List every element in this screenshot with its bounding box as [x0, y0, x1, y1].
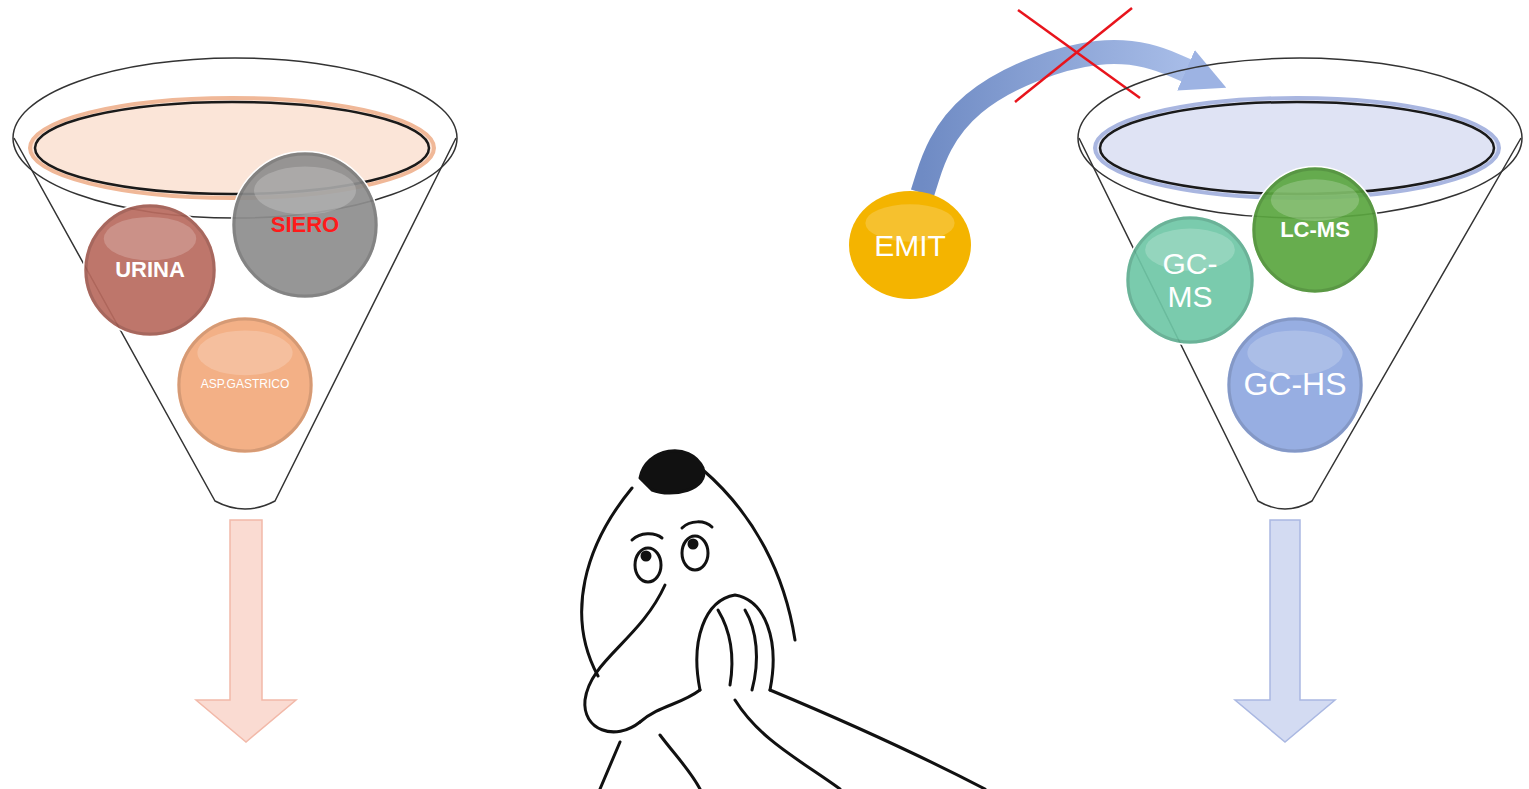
circle-edge — [1254, 169, 1376, 291]
sample-circle: SIERO — [230, 150, 380, 300]
down-arrow — [1235, 520, 1335, 742]
circle-highlight — [1271, 179, 1359, 221]
circle-highlight — [197, 330, 292, 375]
ellipse-fill — [849, 191, 971, 299]
node-label: ASP.GASTRICO — [201, 378, 289, 391]
cartoon-stroke — [735, 700, 840, 789]
cartoon-stroke — [640, 690, 700, 722]
node-label: EMIT — [874, 229, 946, 262]
sample-circle: ASP.GASTRICO — [175, 315, 315, 455]
cartoon-stroke — [697, 595, 773, 690]
circle-fill — [84, 204, 217, 337]
circle-edge — [179, 319, 311, 451]
cartoon-stroke — [660, 735, 700, 789]
cartoon-stroke — [582, 488, 632, 676]
circle-fill — [1227, 317, 1364, 454]
circle-edge — [1229, 319, 1361, 451]
cartoon-stroke — [682, 522, 712, 528]
circle-highlight — [104, 217, 196, 261]
circle-fill — [1252, 167, 1379, 294]
cartoon-stroke — [718, 610, 732, 685]
circle-edge — [1128, 218, 1252, 342]
cartoon-stroke — [770, 690, 985, 789]
circle-edge — [234, 154, 376, 296]
cartoon-eye — [635, 548, 661, 582]
cartoon-stroke — [585, 585, 665, 732]
funnel-rim — [13, 58, 457, 218]
down-arrow — [196, 520, 296, 742]
funnel-band-line — [35, 102, 429, 194]
funnel-band — [30, 98, 434, 198]
method-circle: GC-MS — [1124, 214, 1256, 346]
cartoon-stroke — [745, 610, 756, 690]
node-label: GC-HS — [1243, 367, 1346, 402]
node-label: URINA — [115, 258, 185, 282]
funnel: GC-MS LC-MS GC-HS — [1075, 50, 1525, 515]
node-label: SIERO — [271, 213, 339, 237]
cartoon-stroke — [632, 534, 662, 540]
method-circle: LC-MS — [1250, 165, 1380, 295]
circle-fill — [177, 317, 314, 454]
cartoon-eye — [682, 536, 708, 570]
method-ellipse: EMIT — [848, 190, 972, 300]
cartoon-stroke — [600, 742, 620, 789]
cartoon-hair — [640, 451, 704, 493]
sample-circle: URINA — [82, 202, 218, 338]
node-label: GC-MS — [1151, 247, 1229, 313]
funnel-cone — [1079, 138, 1521, 509]
cartoon-pupil — [642, 552, 650, 560]
circle-highlight — [254, 167, 356, 215]
method-circle: GC-HS — [1225, 315, 1365, 455]
circle-fill — [232, 152, 379, 299]
circle-fill — [1126, 216, 1255, 345]
node-label: LC-MS — [1280, 218, 1350, 242]
cross-mark — [1015, 8, 1132, 102]
funnel: URINA SIERO ASP.GASTRICO — [10, 50, 460, 515]
circle-edge — [86, 206, 214, 334]
thinking-man-cartoon — [582, 451, 985, 789]
cartoon-pupil — [689, 540, 697, 548]
